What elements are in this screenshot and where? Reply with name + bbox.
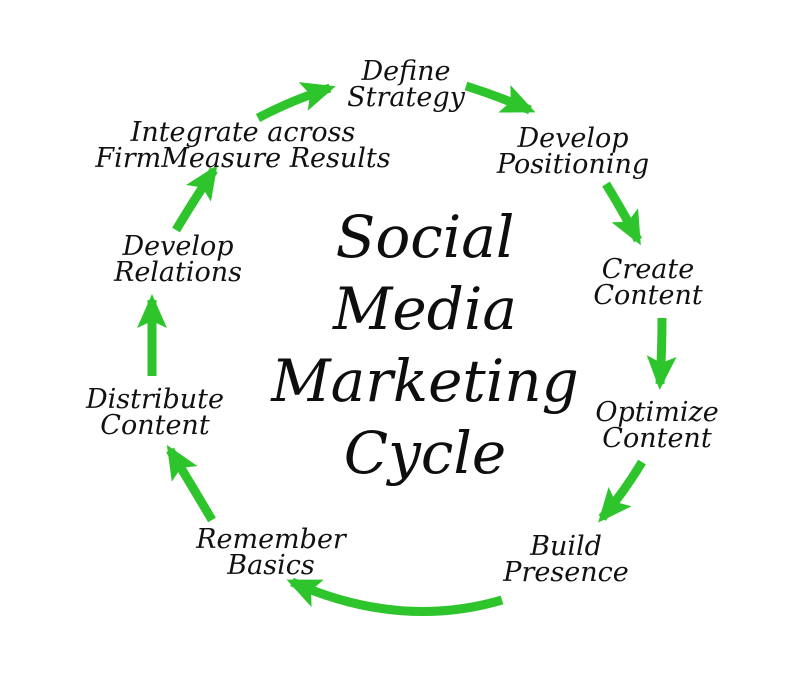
step-line: Strategy [347, 82, 465, 113]
step-line: Distribute [85, 384, 225, 415]
title-line: Social [335, 203, 515, 271]
step-line: Create [601, 254, 695, 285]
step-line: Presence [503, 557, 629, 588]
step-line: Optimize [595, 397, 719, 428]
arrow-optimize-to-build [598, 459, 646, 523]
step-develop-positioning: Develop Positioning [496, 123, 650, 180]
arrow-strategy-to-positioning [464, 81, 536, 115]
title-line: Media [333, 275, 517, 343]
step-distribute-content: Distribute Content [85, 384, 225, 441]
step-line: Develop [517, 123, 629, 154]
step-integrate-measure: Integrate across FirmMeasure Results [95, 117, 391, 174]
arrow-remember-to-distribute [166, 444, 216, 523]
step-line: FirmMeasure Results [95, 143, 391, 174]
arrow-relations-to-integrate [172, 165, 218, 233]
step-line: Build [530, 531, 602, 562]
step-optimize-content: Optimize Content [595, 397, 719, 454]
arrow-positioning-to-create [602, 181, 642, 246]
step-line: Content [100, 410, 210, 441]
step-develop-relations: Develop Relations [113, 231, 243, 288]
step-line: Content [593, 280, 703, 311]
step-line: Relations [113, 257, 243, 288]
step-line: Positioning [496, 149, 650, 180]
step-line: Basics [227, 550, 315, 581]
step-create-content: Create Content [593, 254, 703, 311]
step-line: Remember [196, 524, 346, 555]
diagram-title: Social Media Marketing Cycle [271, 201, 579, 489]
step-remember-basics: Remember Basics [196, 524, 346, 581]
title-line: Cycle [343, 419, 507, 487]
step-line: Content [602, 423, 712, 454]
step-line: Define [361, 56, 451, 87]
arrow-integrate-to-strategy [255, 82, 336, 122]
title-line: Marketing [271, 347, 579, 415]
step-line: Integrate across [130, 117, 356, 148]
step-line: Develop [122, 231, 234, 262]
step-build-presence: Build Presence [503, 531, 629, 588]
arrow-build-to-remember [286, 577, 504, 617]
arrow-create-to-optimize [646, 317, 677, 390]
step-define-strategy: Define Strategy [347, 56, 465, 113]
